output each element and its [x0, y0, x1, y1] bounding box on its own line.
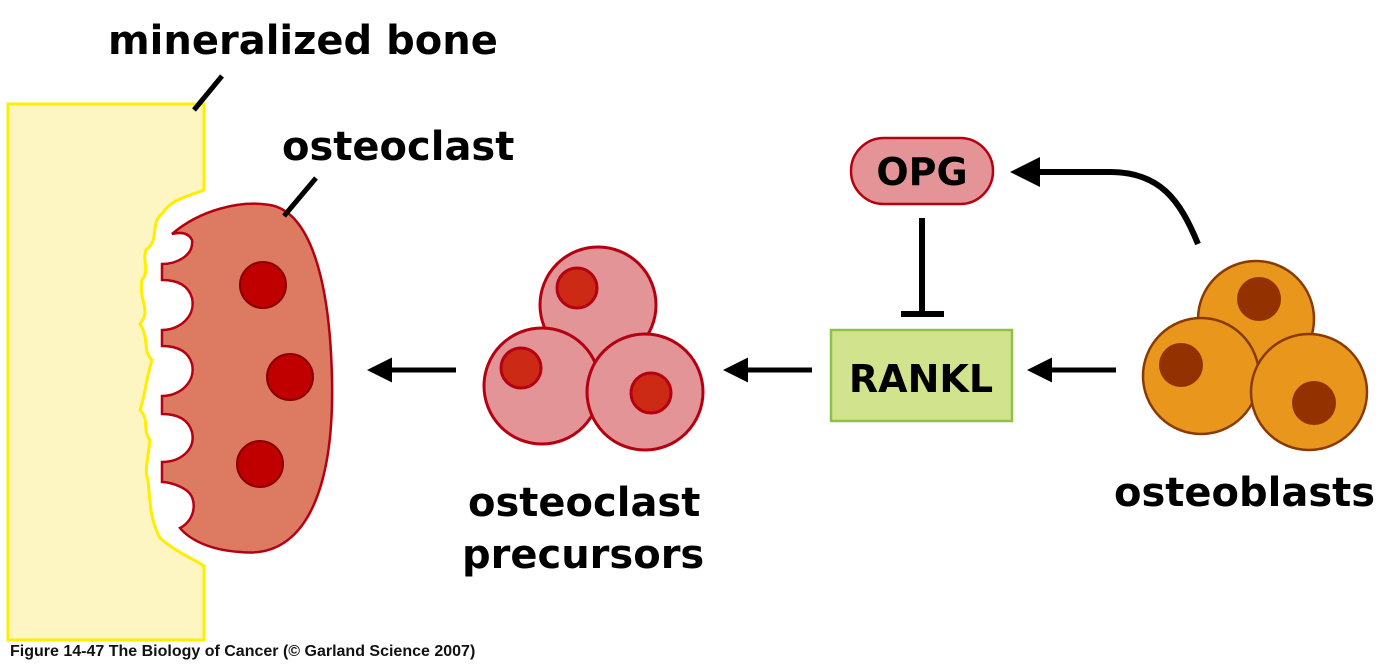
osteoclast-cell [160, 202, 334, 554]
osteoclast-precursors-label-line2: precursors [462, 532, 704, 578]
precursor-nucleus [629, 371, 673, 415]
mineralized-bone [6, 102, 206, 642]
precursor-nucleus [499, 346, 543, 390]
precursor-nucleus [555, 266, 599, 310]
osteoblast-cell [1141, 316, 1261, 436]
rankl-label: RANKL [849, 357, 993, 401]
osteoclast-label: osteoclast [282, 124, 514, 170]
osteoblast-nucleus [1159, 343, 1203, 387]
osteoclast-nucleus [236, 440, 284, 488]
arrow-osteoblasts-to-opg [1010, 157, 1201, 246]
inhibition-opg-to-rankl [901, 218, 944, 317]
osteoclast-nucleus [266, 353, 314, 401]
mineralized-bone-leader-line [192, 74, 224, 112]
osteoclast-leader-line [282, 176, 318, 218]
osteoblasts [1141, 259, 1369, 452]
osteoclast-precursors [482, 245, 705, 452]
osteoclast-nucleus [239, 261, 287, 309]
rankl-box [829, 328, 1014, 423]
osteoblast-nucleus [1292, 381, 1336, 425]
opg-pill [849, 136, 995, 206]
precursor-cell [482, 326, 602, 446]
osteoblast-nucleus [1237, 277, 1281, 321]
mineralized-bone-label: mineralized bone [108, 18, 498, 64]
opg-label: OPG [876, 150, 967, 194]
figure-caption: Figure 14-47 The Biology of Cancer (© Ga… [10, 643, 475, 660]
osteoblasts-label: osteoblasts [1114, 470, 1375, 516]
osteoclast-precursors-label-line1: osteoclast [468, 480, 700, 526]
